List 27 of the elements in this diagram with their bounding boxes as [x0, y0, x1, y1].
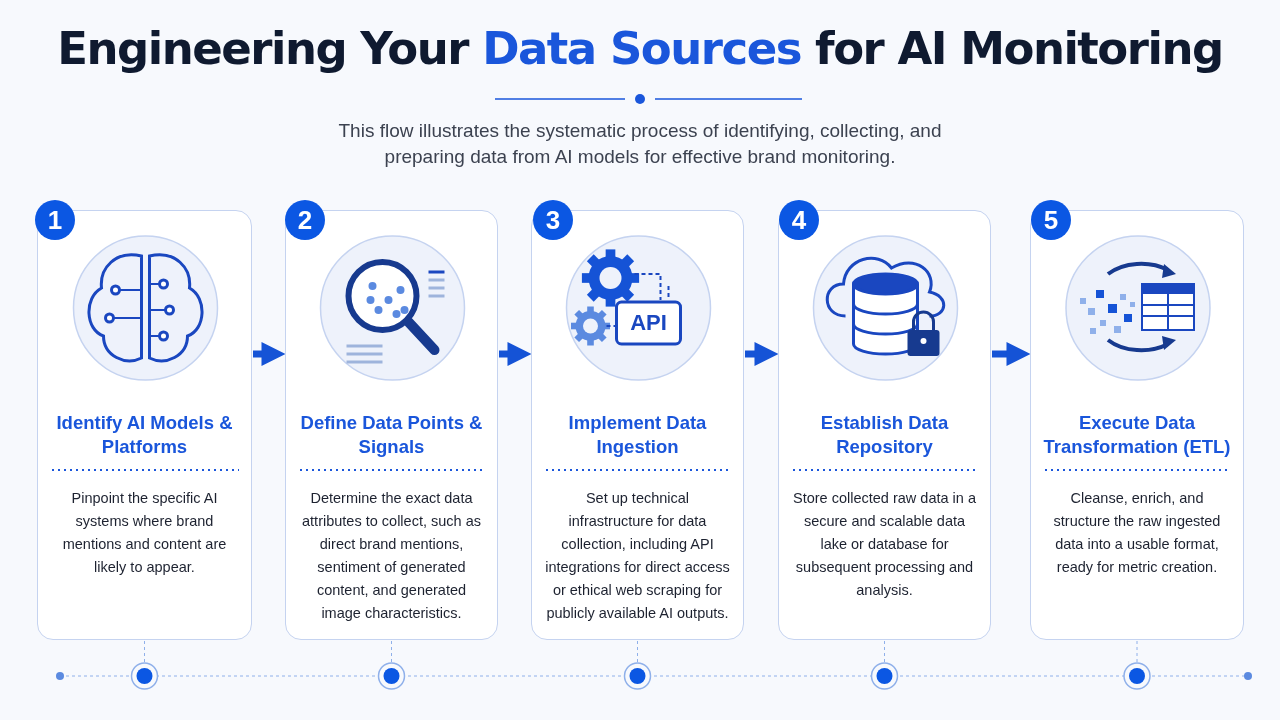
step-heading: Execute Data Transformation (ETL)	[1042, 411, 1232, 459]
step-number-badge: 4	[779, 200, 819, 240]
step-heading: Implement Data Ingestion	[567, 411, 708, 459]
arrow	[992, 342, 1031, 366]
step-heading: Establish Data Repository	[819, 411, 950, 459]
title: Engineering Your Data Sources for AI Monitoring	[56, 22, 1224, 75]
step-heading: Identify AI Models & Platforms	[55, 411, 234, 459]
arrow	[745, 342, 779, 366]
step-number-badge: 2	[285, 200, 325, 240]
step-description: Determine the exact data attributes to collect, such as direct brand mentions, sentiment of generated content, and generated image characteristics.	[301, 489, 482, 623]
step-number-badge: 3	[533, 200, 573, 240]
step-card	[1030, 210, 1244, 640]
step-card	[778, 210, 991, 640]
step-number-badge: 1	[35, 200, 75, 240]
step-heading: Define Data Points & Signals	[299, 411, 484, 459]
step-description: Store collected raw data in a secure and scalable data lake or database for subsequent processing and analysis.	[792, 489, 977, 600]
step-card	[285, 210, 498, 640]
arrow	[499, 342, 532, 366]
step-card	[37, 210, 252, 640]
step-card	[531, 210, 744, 640]
api-label: API	[629, 310, 668, 336]
step-description: Cleanse, enrich, and structure the raw ingested data into a usable format, ready for metric creation.	[1052, 489, 1222, 577]
step-description: Set up technical infrastructure for data collection, including API integrations for direct access or ethical web scraping for publicly available AI outputs.	[544, 489, 731, 623]
arrow	[253, 342, 286, 366]
step-description: Pinpoint the specific AI systems where brand mentions and content are likely to appear.	[61, 489, 228, 577]
step-number-badge: 5	[1031, 200, 1071, 240]
caption: This flow illustrates the systematic process of identifying, collecting, and preparing data from AI models for effective brand monitoring.	[337, 119, 943, 169]
